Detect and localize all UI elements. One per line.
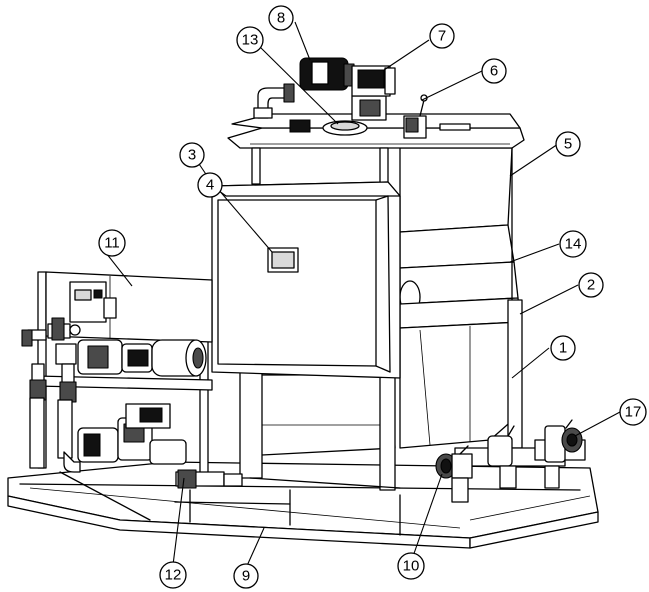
callout-8-label: 8	[277, 10, 285, 27]
callout-13: 13	[236, 26, 264, 54]
callout-7-label: 7	[438, 28, 446, 45]
drain-valve	[435, 445, 473, 503]
callout-1: 1	[550, 335, 576, 361]
callout-4-label: 4	[206, 177, 214, 194]
callout-4: 4	[197, 172, 223, 198]
callout-2-label: 2	[587, 277, 595, 294]
control-cabinet	[211, 181, 401, 379]
upper-pump	[77, 339, 207, 377]
callout-6-label: 6	[490, 63, 498, 80]
callout-11-label: 11	[104, 235, 120, 252]
callout-12: 12	[159, 561, 187, 589]
lower-pump	[77, 403, 187, 465]
skid-base	[7, 461, 599, 549]
callout-9-label: 9	[242, 568, 250, 585]
callout-3-label: 3	[188, 147, 196, 164]
inlet-pipe	[253, 83, 295, 119]
callout-11: 11	[98, 229, 126, 257]
callout-1-label: 1	[559, 340, 567, 357]
callout-3: 3	[179, 142, 205, 168]
callout-5-label: 5	[564, 136, 572, 153]
callout-8: 8	[268, 5, 294, 31]
callout-9: 9	[233, 563, 259, 589]
callout-7: 7	[429, 23, 455, 49]
lid-equipment	[253, 57, 471, 139]
callout-2: 2	[578, 272, 604, 298]
pump-rack	[21, 271, 243, 489]
mixer-motor	[299, 57, 355, 91]
callout-13-label: 13	[242, 32, 259, 49]
callout-10-label: 10	[403, 558, 420, 575]
discharge-piping	[435, 299, 586, 503]
callout-17: 17	[619, 398, 647, 426]
mix-tank	[227, 113, 525, 491]
callout-17-label: 17	[625, 404, 642, 421]
callout-14: 14	[559, 230, 587, 258]
callout-5: 5	[555, 131, 581, 157]
outlet-valve	[544, 419, 583, 489]
callout-14-label: 14	[565, 236, 582, 253]
callout-10: 10	[397, 552, 425, 580]
callout-12-label: 12	[165, 567, 182, 584]
gearbox	[351, 65, 396, 97]
callout-6: 6	[481, 58, 507, 84]
level-switch	[403, 94, 428, 139]
